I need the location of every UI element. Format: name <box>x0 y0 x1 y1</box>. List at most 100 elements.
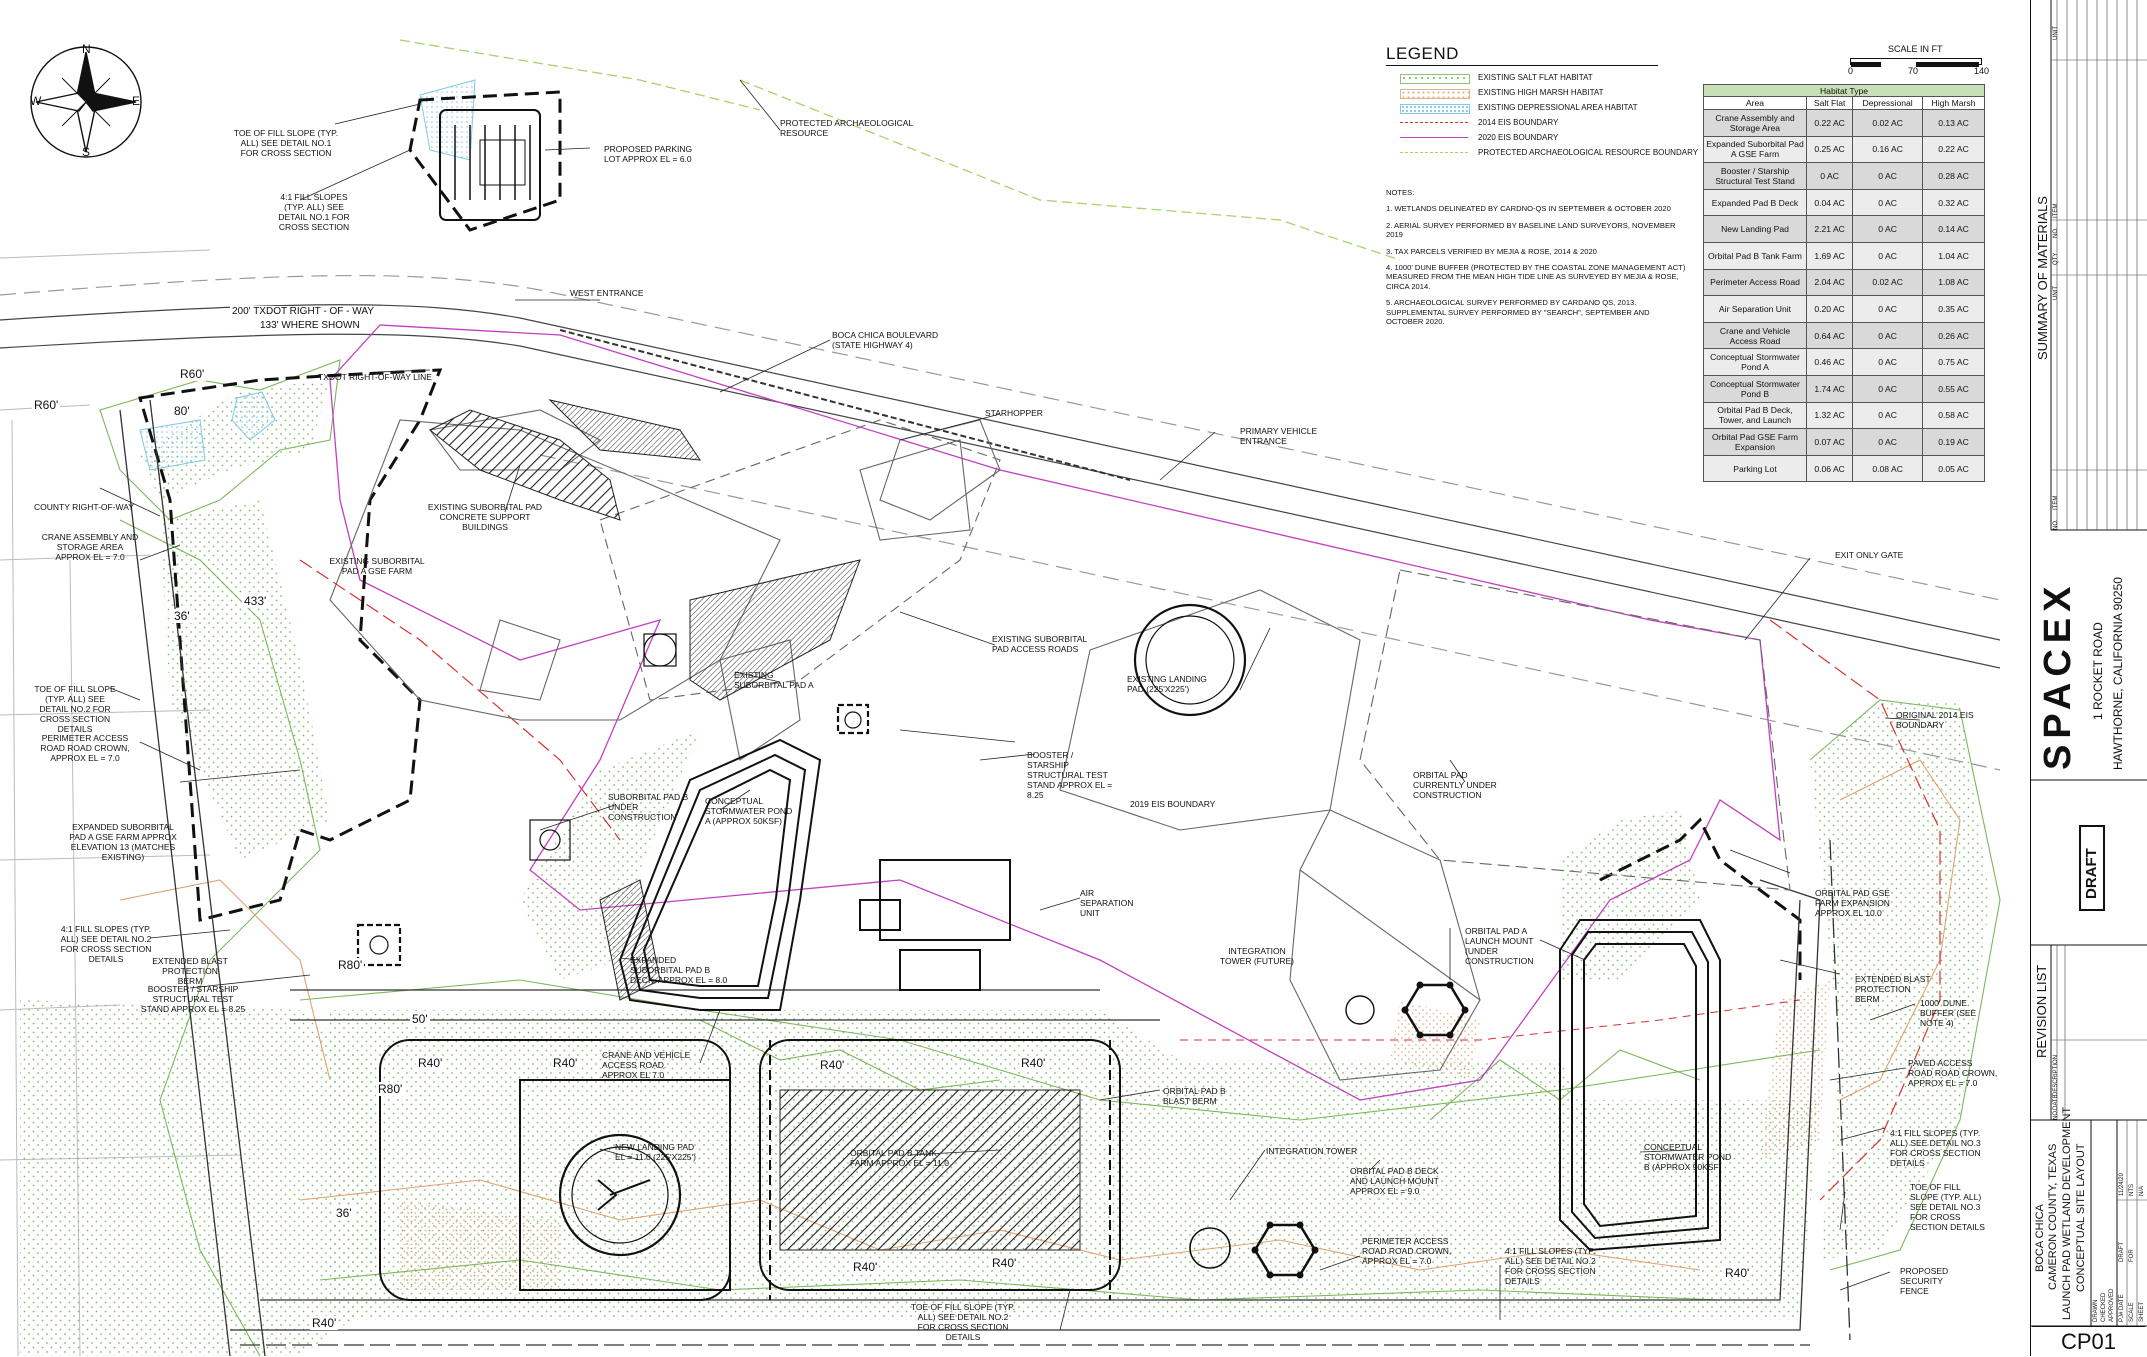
high-marsh-cell: 0.55 AC <box>1922 374 1985 403</box>
callout-eis-2019: 2019 EIS BOUNDARY <box>1130 799 1216 809</box>
compass-e: E <box>132 94 141 108</box>
legend-item-label: PROTECTED ARCHAEOLOGICAL RESOURCE BOUNDA… <box>1478 148 1699 157</box>
spacex-logo: SPACEX <box>2037 580 2079 770</box>
sheet-number: CP01 <box>2032 1326 2145 1357</box>
scale-title: SCALE IN FT <box>1888 44 1943 54</box>
legend-item: EXISTING DEPRESSIONAL AREA HABITAT <box>1386 100 1706 115</box>
callout-starhopper: STARHOPPER <box>985 408 1043 418</box>
callout-toe-fill-2: TOE OF FILL SLOPE (TYP. ALL) SEE DETAIL … <box>34 684 116 734</box>
legend-item-label: 2014 EIS BOUNDARY <box>1478 118 1559 127</box>
row-label: 200' TXDOT RIGHT - OF - WAY <box>230 306 376 317</box>
callout-perimeter-crown: PERIMETER ACCESS ROAD ROAD CROWN, APPROX… <box>40 733 130 763</box>
depressional-swatch <box>1400 104 1470 114</box>
depressional-cell: 0 AC <box>1852 215 1924 243</box>
high-marsh-cell: 1.08 AC <box>1922 268 1985 297</box>
dim-label: 36' <box>172 609 192 623</box>
col-high-marsh: High Marsh <box>1922 96 1985 110</box>
callout-txdot-line: TXDOT RIGHT-OF-WAY LINE <box>318 372 432 382</box>
col-area: Area <box>1703 96 1807 110</box>
dim-label: 80' <box>172 404 192 418</box>
summary-header-qty: QTY <box>2053 252 2059 265</box>
callout-exit-gate: EXIT ONLY GATE <box>1835 550 1904 560</box>
callout-ext-blast-1: EXTENDED BLAST PROTECTION BERM <box>152 956 228 986</box>
block-label-for: FOR <box>2129 1249 2135 1262</box>
callout-tank-farm-b: ORBITAL PAD B TANK FARM APPROX EL = 11.0 <box>850 1148 949 1168</box>
callout-orbital-pad-uc: ORBITAL PAD CURRENTLY UNDER CONSTRUCTION <box>1413 770 1497 800</box>
legend-item: EXISTING HIGH MARSH HABITAT <box>1386 85 1706 100</box>
note-item: 1. WETLANDS DELINEATED BY CARDNO-QS IN S… <box>1386 204 1671 214</box>
high-marsh-cell: 0.58 AC <box>1922 401 1985 430</box>
callout-orbital-a-mount: ORBITAL PAD A LAUNCH MOUNT (UNDER CONSTR… <box>1465 926 1534 966</box>
high-marsh-cell: 0.05 AC <box>1922 454 1985 483</box>
title-block: SUMMARY OF MATERIALS NO. ITEM UNIT QTY N… <box>2030 0 2147 1356</box>
salt-flat-cell: 1.69 AC <box>1805 241 1854 270</box>
depressional-cell: 0.08 AC <box>1852 454 1924 483</box>
callout-toe-fill-4: TOE OF FILL SLOPE (TYP. ALL) SEE DETAIL … <box>910 1302 1016 1342</box>
legend-item: 2014 EIS BOUNDARY <box>1386 115 1706 130</box>
callout-existing-suborbital-bldg: EXISTING SUBORBITAL PAD CONCRETE SUPPORT… <box>427 502 543 532</box>
callout-suborbital-roads: EXISTING SUBORBITAL PAD ACCESS ROADS <box>992 634 1087 654</box>
project-line4: CONCEPTUAL SITE LAYOUT <box>2075 1143 2087 1292</box>
legend-item-label: EXISTING HIGH MARSH HABITAT <box>1478 88 1604 97</box>
revision-header-desc: DESCRIPTION <box>2053 1054 2059 1096</box>
note-item: 2. AERIAL SURVEY PERFORMED BY BASELINE L… <box>1386 220 1676 240</box>
habitat-area-cell: Perimeter Access Road <box>1703 268 1807 297</box>
salt-flat-cell: 2.21 AC <box>1805 215 1854 243</box>
legend: LEGEND EXISTING SALT FLAT HABITAT EXISTI… <box>1386 44 1706 160</box>
high-marsh-cell: 0.22 AC <box>1922 135 1985 164</box>
block-label-date: PJ# DATE <box>2119 1294 2125 1322</box>
scale-tick-0: 0 <box>1848 66 1854 76</box>
habitat-table-row: Booster / Starship Structural Test Stand… <box>1703 162 1985 190</box>
scale-tick-70: 70 <box>1908 66 1919 76</box>
legend-item-label: 2020 EIS BOUNDARY <box>1478 133 1559 142</box>
revision-header-no: NO. <box>2053 1109 2059 1120</box>
habitat-area-cell: Orbital Pad B Tank Farm <box>1703 241 1807 270</box>
dim-label: 36' <box>334 1206 354 1220</box>
scale-bar-graphic <box>1850 58 1982 67</box>
high-marsh-cell: 0.26 AC <box>1922 321 1985 350</box>
summary-header-no2: NO. <box>2053 227 2059 238</box>
legend-title: LEGEND <box>1386 44 1658 66</box>
callout-integration-future: INTEGRATION TOWER (FUTURE) <box>1220 946 1294 966</box>
summary-header-item: ITEM <box>2053 495 2059 510</box>
callout-suborbital-b: SUBORBITAL PAD B UNDER CONSTRUCTION <box>608 792 689 822</box>
callout-boca-blvd: BOCA CHICA BOULEVARD (STATE HIGHWAY 4) <box>832 330 939 350</box>
high-marsh-cell: 1.04 AC <box>1922 241 1985 270</box>
habitat-area-cell: Parking Lot <box>1703 454 1807 483</box>
block-value-sheet: N/A <box>2139 1185 2145 1196</box>
high-marsh-cell: 0.19 AC <box>1922 428 1985 456</box>
callout-orbital-gse: ORBITAL PAD GSE FARM EXPANSION APPROX EL… <box>1815 888 1890 918</box>
callout-security-fence: PROPOSED SECURITY FENCE <box>1900 1266 1949 1296</box>
block-value-scale: NTS <box>2129 1184 2135 1196</box>
habitat-area-cell: Conceptual Stormwater Pond B <box>1703 374 1807 403</box>
legend-item-label: EXISTING SALT FLAT HABITAT <box>1478 73 1593 82</box>
eis-2020-swatch <box>1400 137 1468 138</box>
habitat-area-cell: Booster / Starship Structural Test Stand <box>1703 162 1807 190</box>
habitat-area-cell: Orbital Pad B Deck, Tower, and Launch <box>1703 401 1807 430</box>
eis-2014-swatch <box>1400 122 1468 123</box>
habitat-area-cell: Crane and Vehicle Access Road <box>1703 321 1807 350</box>
summary-header-item2: ITEM <box>2053 203 2059 218</box>
high-marsh-cell: 0.13 AC <box>1922 109 1985 137</box>
salt-flat-cell: 0.22 AC <box>1805 109 1854 137</box>
callout-crane-assembly: CRANE ASSEMBLY AND STORAGE AREA APPROX E… <box>41 532 139 562</box>
project-line3: LAUNCH PAD WETLAND DEVELOPMENT <box>2061 1106 2073 1320</box>
depressional-cell: 0 AC <box>1852 428 1924 456</box>
dim-label: 50' <box>410 1012 430 1026</box>
block-label-draft: DRAFT <box>2119 1242 2125 1262</box>
callout-county-row: COUNTY RIGHT-OF-WAY <box>34 502 134 512</box>
callout-paved-road: PAVED ACCESS ROAD ROAD CROWN, APPROX EL … <box>1908 1058 1998 1088</box>
block-label-approved: APPROVED <box>2109 1288 2115 1322</box>
depressional-cell: 0 AC <box>1852 374 1924 403</box>
compass-s: S <box>82 145 91 159</box>
legend-item-label: EXISTING DEPRESSIONAL AREA HABITAT <box>1478 103 1638 112</box>
depressional-cell: 0 AC <box>1852 321 1924 350</box>
depressional-cell: 0.16 AC <box>1852 135 1924 164</box>
dim-label: R60' <box>178 367 207 381</box>
